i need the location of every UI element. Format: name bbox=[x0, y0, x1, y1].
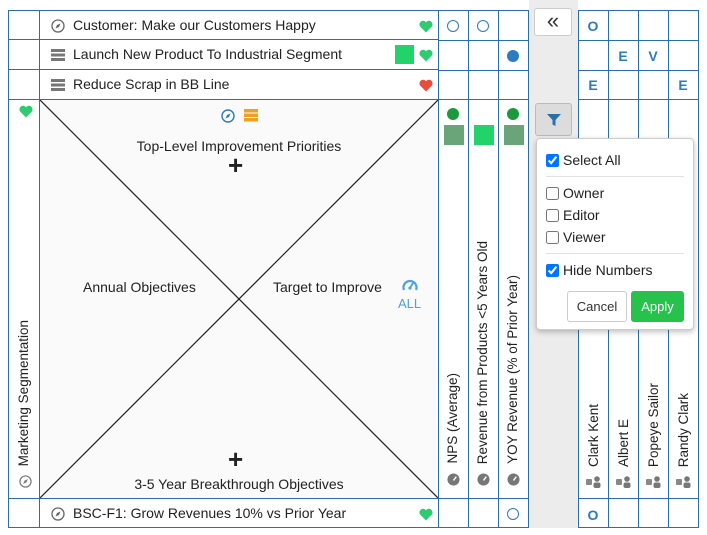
objective-bottom-row[interactable]: BSC-F1: Grow Revenues 10% vs Prior Year bbox=[8, 498, 439, 528]
select-all-checkbox[interactable] bbox=[546, 154, 559, 167]
gauge-icon[interactable] bbox=[447, 473, 460, 486]
hide-numbers-label: Hide Numbers bbox=[563, 262, 653, 278]
compass-icon[interactable] bbox=[221, 109, 235, 123]
role-letter[interactable]: O bbox=[587, 507, 599, 523]
hide-numbers-option[interactable]: Hide Numbers bbox=[546, 262, 652, 278]
gauge-icon[interactable] bbox=[477, 473, 490, 486]
role-letter[interactable]: E bbox=[618, 48, 628, 64]
owner-label: Owner bbox=[563, 185, 605, 201]
metric-label: YOY Revenue (% of Prior Year) bbox=[505, 275, 520, 464]
person-icon[interactable] bbox=[676, 476, 692, 488]
heart-icon bbox=[419, 49, 433, 62]
objective-row-2[interactable]: Launch New Product To Industrial Segment bbox=[8, 40, 439, 70]
person-name: Popeye Sailor bbox=[646, 382, 661, 467]
divider bbox=[546, 253, 684, 254]
person-name: Albert E bbox=[616, 418, 631, 467]
objective-row-1[interactable]: Customer: Make our Customers Happy bbox=[8, 10, 439, 40]
apply-button[interactable]: Apply bbox=[631, 291, 684, 322]
list-icon bbox=[51, 79, 65, 91]
left-vertical-label: Marketing Segmentation bbox=[16, 319, 31, 466]
relationship-strong[interactable] bbox=[507, 50, 519, 62]
bottom-quadrant-label: 3-5 Year Breakthrough Objectives bbox=[134, 476, 344, 492]
heart-icon bbox=[419, 20, 433, 33]
objective-label: Customer: Make our Customers Happy bbox=[73, 17, 316, 33]
metric-label: Revenue from Products <5 Years Old bbox=[475, 240, 490, 464]
metric-status-dot bbox=[507, 108, 519, 120]
cancel-button[interactable]: Cancel bbox=[567, 291, 627, 322]
metric-fill-square bbox=[504, 125, 524, 145]
x-matrix: Top-Level Improvement Priorities + Annua… bbox=[39, 99, 439, 499]
filter-icon bbox=[547, 114, 561, 126]
filter-popup: Select All Owner Editor Viewer Hide Numb… bbox=[536, 138, 694, 330]
compass-icon bbox=[51, 507, 65, 521]
metric-label: NPS (Average) bbox=[445, 373, 460, 464]
heart-icon bbox=[19, 105, 33, 118]
editor-option[interactable]: Editor bbox=[546, 207, 600, 223]
objective-row-3[interactable]: Reduce Scrap in BB Line bbox=[8, 70, 439, 100]
metric-grid: NPS (Average) Revenue from Products <5 Y… bbox=[438, 10, 529, 528]
role-letter[interactable]: O bbox=[587, 18, 599, 34]
person-icon[interactable] bbox=[586, 476, 602, 488]
bottom-left-gutter bbox=[39, 498, 40, 528]
viewer-checkbox[interactable] bbox=[546, 231, 559, 244]
top-quadrant-label: Top-Level Improvement Priorities bbox=[136, 138, 342, 154]
compass-icon bbox=[19, 475, 32, 488]
add-top-button[interactable]: + bbox=[228, 150, 244, 180]
editor-label: Editor bbox=[563, 207, 600, 223]
target-filter-all[interactable]: ALL bbox=[398, 296, 422, 311]
role-letter[interactable]: E bbox=[588, 77, 598, 93]
person-icon[interactable] bbox=[646, 476, 662, 488]
metric-status-dot bbox=[447, 108, 459, 120]
owner-checkbox[interactable] bbox=[546, 187, 559, 200]
collapse-button[interactable]: « bbox=[534, 8, 572, 36]
list-icon bbox=[51, 49, 65, 61]
person-icon[interactable] bbox=[616, 476, 632, 488]
right-quadrant-label: Target to Improve bbox=[273, 279, 382, 295]
heart-icon bbox=[419, 508, 433, 521]
relationship-empty[interactable] bbox=[447, 20, 459, 32]
gauge-icon[interactable] bbox=[507, 473, 520, 486]
metric-fill-square bbox=[444, 125, 464, 145]
row-1-left-gutter bbox=[39, 10, 40, 100]
viewer-option[interactable]: Viewer bbox=[546, 229, 606, 245]
gauge-icon[interactable] bbox=[402, 278, 418, 292]
chevron-double-left-icon: « bbox=[546, 8, 560, 33]
person-name: Randy Clark bbox=[676, 392, 691, 467]
compass-icon bbox=[51, 19, 65, 33]
add-bottom-button[interactable]: + bbox=[228, 444, 244, 474]
person-name: Clark Kent bbox=[586, 403, 601, 467]
select-all-label: Select All bbox=[563, 152, 621, 168]
stack-icon[interactable] bbox=[244, 109, 258, 122]
divider bbox=[546, 176, 684, 177]
status-square bbox=[395, 45, 414, 64]
objective-label: Launch New Product To Industrial Segment bbox=[73, 46, 343, 62]
filter-button[interactable] bbox=[535, 103, 572, 136]
objective-label: BSC-F1: Grow Revenues 10% vs Prior Year bbox=[73, 505, 347, 521]
editor-checkbox[interactable] bbox=[546, 209, 559, 222]
relationship-empty[interactable] bbox=[507, 508, 519, 520]
x-matrix-diagonals bbox=[40, 100, 438, 498]
role-letter[interactable]: E bbox=[678, 77, 688, 93]
owner-option[interactable]: Owner bbox=[546, 185, 604, 201]
left-label-column: Marketing Segmentation bbox=[8, 99, 40, 499]
relationship-empty[interactable] bbox=[477, 20, 489, 32]
heart-icon bbox=[419, 79, 433, 92]
left-quadrant-label: Annual Objectives bbox=[83, 279, 196, 295]
viewer-label: Viewer bbox=[563, 229, 606, 245]
metric-fill-square bbox=[474, 125, 494, 145]
objective-label: Reduce Scrap in BB Line bbox=[73, 76, 230, 92]
role-letter[interactable]: V bbox=[648, 48, 658, 64]
select-all-option[interactable]: Select All bbox=[546, 152, 621, 168]
hide-numbers-checkbox[interactable] bbox=[546, 264, 559, 277]
